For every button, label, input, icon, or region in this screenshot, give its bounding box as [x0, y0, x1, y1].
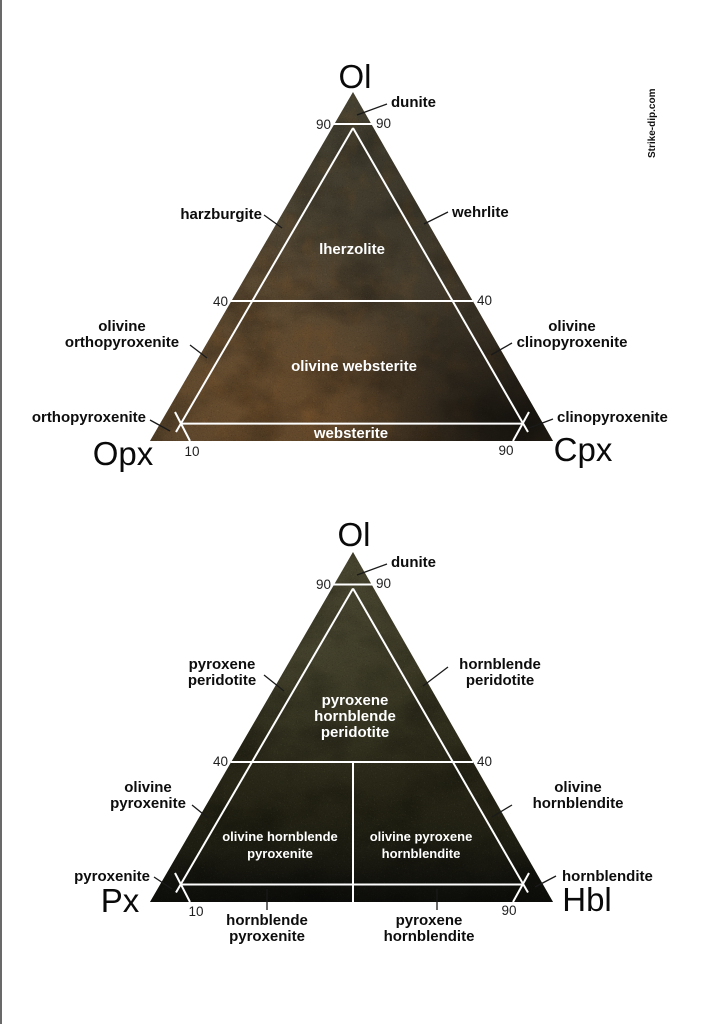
field-label-olivine-hornblende-pyroxenite-1: olivine hornblende	[222, 829, 338, 844]
vertex-label-px: Px	[101, 882, 140, 919]
field-label-harzburgite: harzburgite	[180, 206, 262, 223]
field-label-olivine-pyroxene-hornblendite-1: olivine pyroxene	[370, 829, 473, 844]
field-label-wehrlite: wehrlite	[451, 204, 509, 221]
tick-90-top-right-1: 90	[376, 116, 391, 131]
field-label-dunite-1: dunite	[391, 94, 436, 111]
rock-texture-1	[150, 92, 553, 441]
right-diagonal	[352, 127, 529, 433]
clinopyroxenite-leader	[528, 418, 554, 429]
field-label-olivine-clinopyroxenite-2: clinopyroxenite	[517, 334, 628, 351]
field-label-olivine-websterite: olivine websterite	[291, 358, 417, 375]
tick-40-right-2: 40	[477, 754, 492, 769]
field-label-pyroxene-hornblende-peridotite-3: peridotite	[321, 724, 389, 741]
field-label-olivine-orthopyroxenite-2: orthopyroxenite	[65, 334, 179, 351]
left-diagonal	[175, 127, 354, 433]
left-corner-segment-2	[174, 872, 191, 903]
field-label-pyroxene-hornblende-peridotite-2: hornblende	[314, 708, 396, 725]
hornblendite-leader	[534, 875, 557, 888]
tick-90-base-2: 90	[501, 903, 516, 918]
field-label-orthopyroxenite: orthopyroxenite	[32, 409, 146, 426]
tick-10-base-1: 10	[184, 444, 199, 459]
right-corner-segment-2	[512, 872, 530, 903]
field-label-lherzolite: lherzolite	[319, 241, 385, 258]
field-label-olivine-hornblendite-2: hornblendite	[533, 795, 624, 812]
tick-10-base-2: 10	[188, 904, 203, 919]
left-diagonal-2	[175, 587, 354, 894]
leader-lines-2	[153, 563, 557, 910]
classification-lines-1	[174, 123, 530, 442]
diagram-olivine-orthopyroxene-clinopyroxene: Ol Opx Cpx dunite 90 90 harzburgite wehr…	[32, 58, 668, 472]
field-label-pyroxene-peridotite-1: pyroxene	[189, 656, 256, 673]
tick-40-left-2: 40	[213, 754, 228, 769]
right-corner-segment	[512, 411, 530, 442]
field-label-dunite-2: dunite	[391, 554, 436, 571]
right-diagonal-2	[352, 588, 529, 893]
pyroxenite-leader	[153, 876, 173, 890]
field-label-hornblende-pyroxenite-2: pyroxenite	[229, 928, 305, 945]
hornblende-peridotite-leader	[422, 666, 449, 687]
field-label-websterite: websterite	[313, 425, 388, 442]
classification-lines-2	[174, 583, 530, 903]
left-edge-line	[0, 0, 2, 1024]
dunite-leader	[356, 103, 388, 116]
harzburgite-leader	[263, 214, 283, 229]
wehrlite-leader	[423, 211, 449, 225]
field-label-olivine-clinopyroxenite-1: olivine	[548, 318, 596, 335]
diagram-olivine-pyroxene-hornblende: Ol Px Hbl dunite 90 90 pyroxene peridoti…	[74, 516, 653, 945]
field-label-olivine-pyroxenite-1: olivine	[124, 779, 172, 796]
watermark-text: Strike-dip.com	[647, 88, 658, 158]
field-label-pyroxene-hornblendite-2: hornblendite	[384, 928, 475, 945]
pyroxene-peridotite-leader	[263, 674, 285, 692]
field-label-hornblende-peridotite-2: peridotite	[466, 672, 534, 689]
tick-90-top-left-2: 90	[316, 577, 331, 592]
left-corner-segment	[174, 411, 191, 442]
vertex-label-cpx: Cpx	[554, 431, 613, 468]
vertex-label-opx: Opx	[93, 435, 154, 472]
olivine-orthopyroxenite-leader	[189, 344, 208, 359]
field-label-pyroxene-peridotite-2: peridotite	[188, 672, 256, 689]
field-label-clinopyroxenite: clinopyroxenite	[557, 409, 668, 426]
leader-lines-1	[149, 103, 554, 432]
field-label-olivine-hornblende-pyroxenite-2: pyroxenite	[247, 846, 313, 861]
field-label-pyroxenite: pyroxenite	[74, 868, 150, 885]
field-label-pyroxene-hornblende-peridotite-1: pyroxene	[322, 692, 389, 709]
tick-90-base-1: 90	[498, 443, 513, 458]
vertex-label-hbl: Hbl	[562, 881, 612, 918]
olivine-clinopyroxenite-leader	[490, 342, 513, 356]
field-label-olivine-orthopyroxenite-1: olivine	[98, 318, 146, 335]
field-label-hornblendite: hornblendite	[562, 868, 653, 885]
field-label-olivine-pyroxene-hornblendite-2: hornblendite	[382, 846, 461, 861]
field-label-hornblende-pyroxenite-1: hornblende	[226, 912, 308, 929]
field-label-olivine-pyroxenite-2: pyroxenite	[110, 795, 186, 812]
apex-label-ol-2: Ol	[338, 516, 371, 553]
tick-90-top-right-2: 90	[376, 576, 391, 591]
tick-40-right-1: 40	[477, 293, 492, 308]
field-label-pyroxene-hornblendite-1: pyroxene	[396, 912, 463, 929]
tick-40-left-1: 40	[213, 294, 228, 309]
olivine-pyroxenite-leader	[191, 804, 209, 819]
apex-label-ol-1: Ol	[339, 58, 372, 95]
field-label-hornblende-peridotite-1: hornblende	[459, 656, 541, 673]
olivine-hornblendite-leader	[491, 804, 513, 818]
tick-90-top-left-1: 90	[316, 117, 331, 132]
orthopyroxenite-leader	[149, 419, 171, 432]
dunite-leader-2	[356, 563, 388, 576]
field-label-olivine-hornblendite-1: olivine	[554, 779, 602, 796]
